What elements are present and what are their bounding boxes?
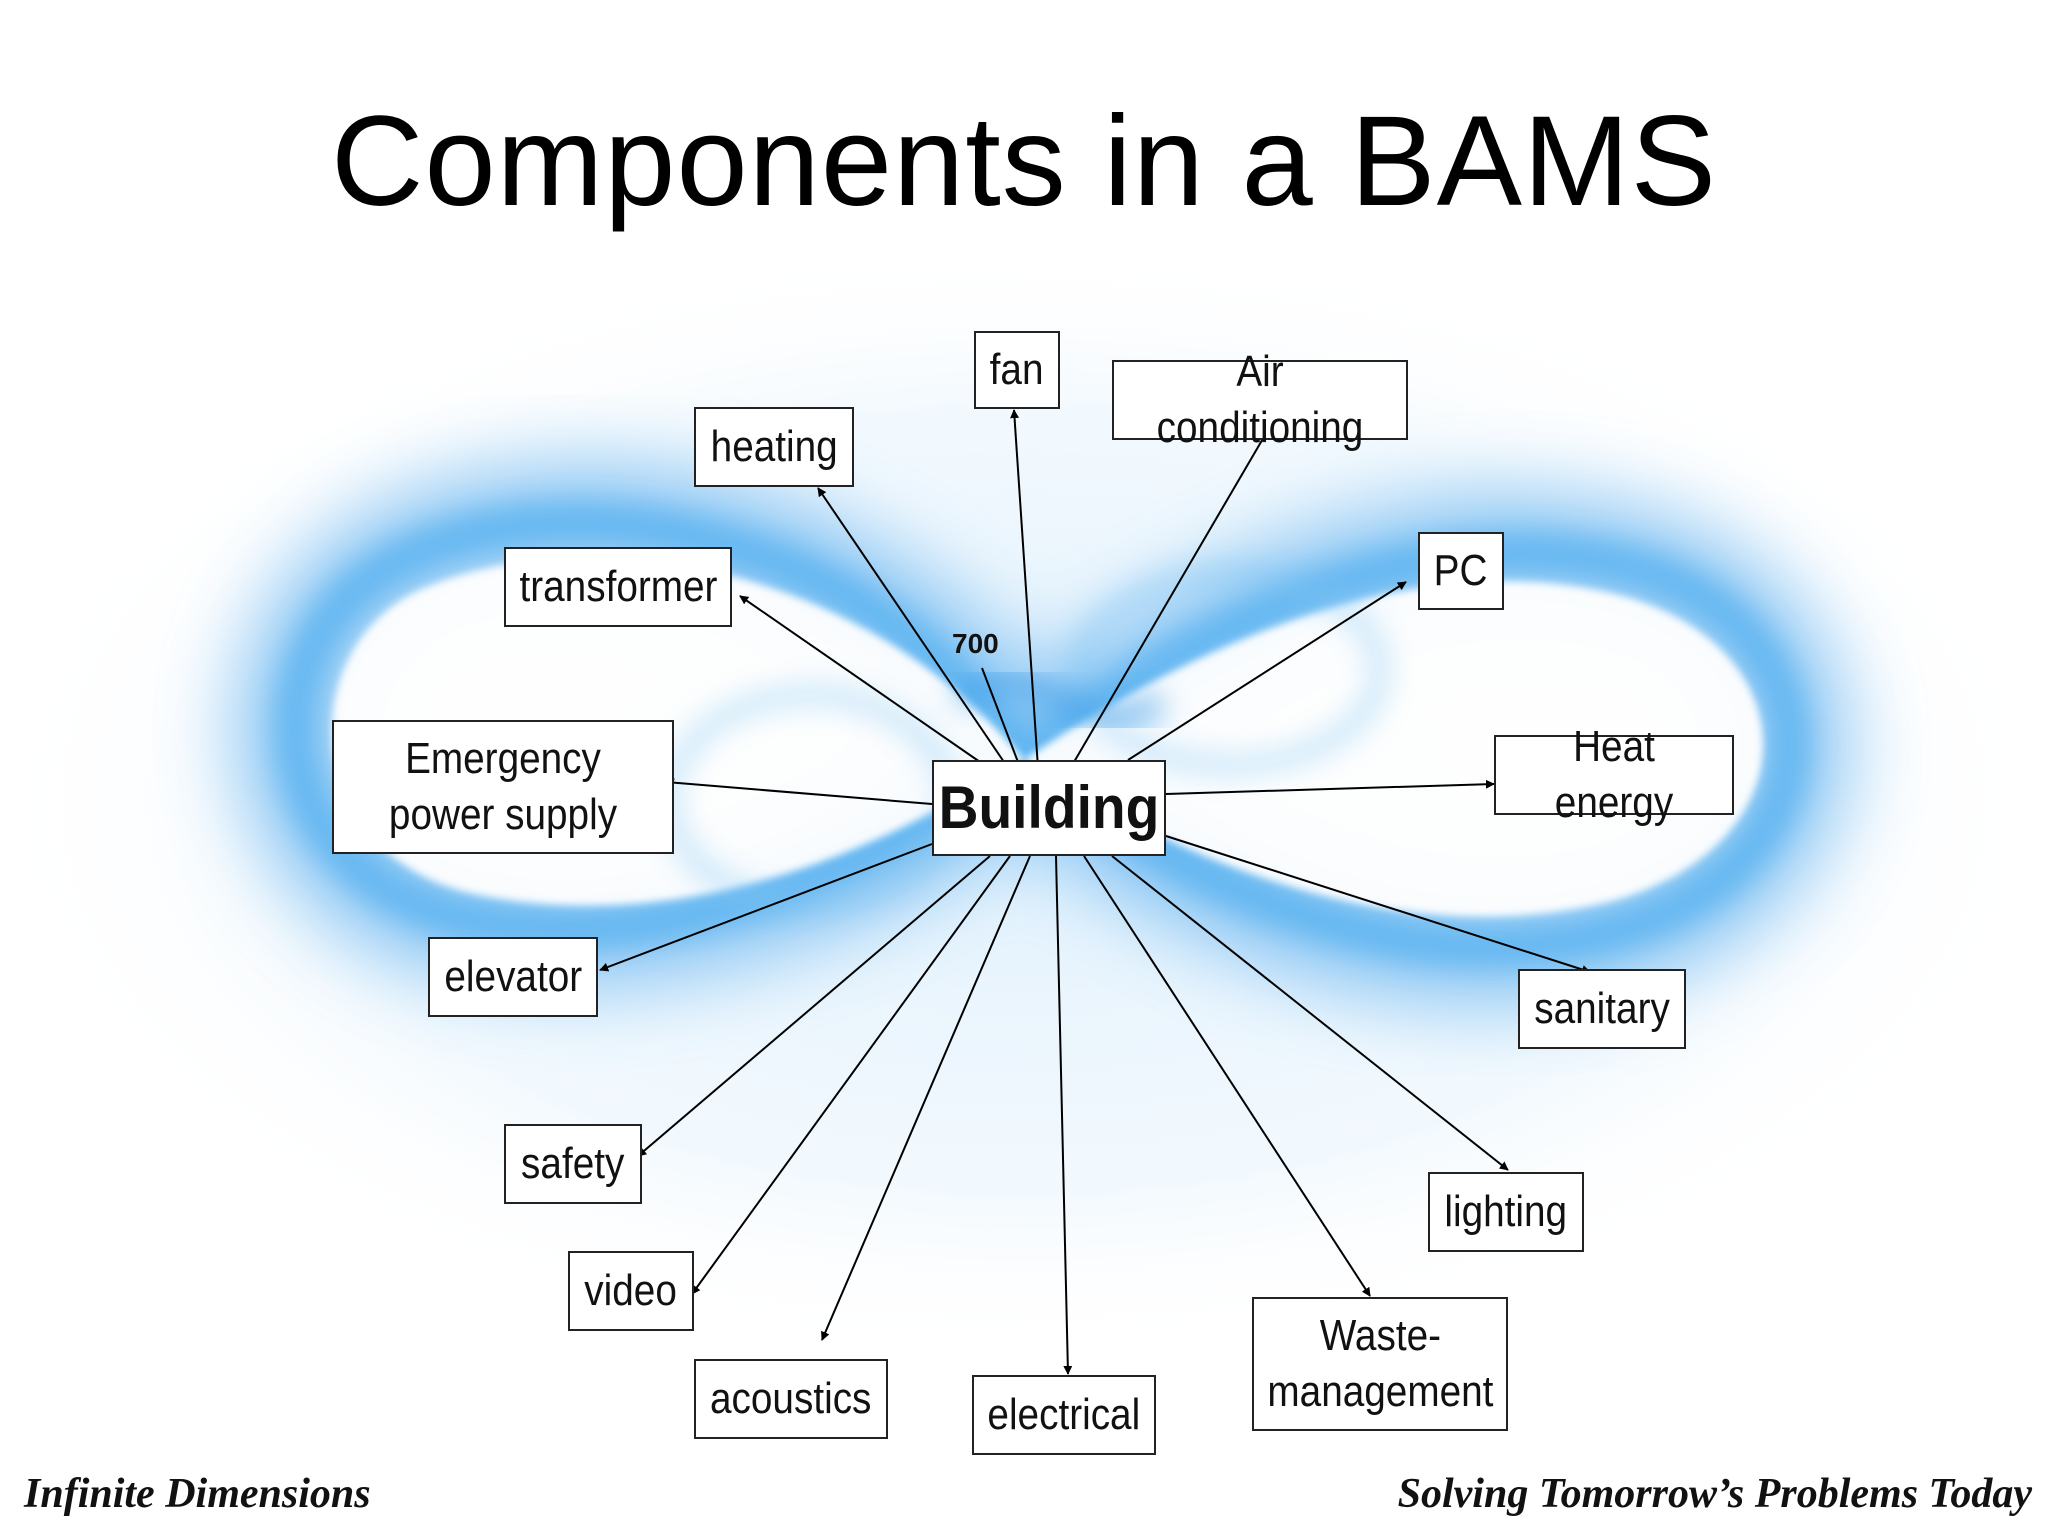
component-acoustics: acoustics [694,1359,888,1439]
arrow-to-heat-energy [1165,779,1495,795]
arrow-to-pc [1127,581,1407,761]
component-elevator: elevator [428,937,598,1017]
component-air-conditioning: Air conditioning [1112,347,1408,452]
component-electrical: electrical [972,1375,1156,1455]
arrow-to-air-conditioning [1073,429,1269,763]
component-pc: PC [1418,532,1504,610]
component-heating: heating [694,407,854,487]
arrow-connectors [599,409,1591,1375]
arrow-to-sanitary [1165,835,1591,974]
arrow-to-transformer [739,595,981,763]
footer-tagline: Solving Tomorrow’s Problems Today [1397,1471,2032,1517]
component-fan: fan [974,331,1060,409]
component-sanitary: sanitary [1518,969,1686,1049]
arrow-to-heating [817,487,1005,763]
component-transformer: transformer [504,547,732,627]
footer-brand: Infinite Dimensions [24,1471,371,1517]
arrow-to-video [691,855,1011,1295]
arrow-to-electrical [1055,855,1073,1375]
arrow-to-lighting [1111,855,1509,1171]
arrow-to-elevator [599,843,933,972]
component-safety: safety [504,1124,642,1204]
arrow-to-waste-management [1083,855,1371,1297]
annotation-pointer [981,667,1019,763]
page-title: Components in a BAMS [331,90,1717,233]
component-waste-management: Waste- management [1252,1297,1508,1431]
component-video: video [568,1251,694,1331]
component-emergency-power-supply: Emergency power supply [332,720,674,854]
component-lighting: lighting [1428,1172,1584,1252]
arrow-to-emergency-power-supply [665,778,933,805]
arrow-to-safety [637,855,991,1157]
component-heat-energy: Heat energy [1494,722,1734,827]
arrow-to-fan [1010,409,1039,769]
annotation-label: 700 [952,628,999,659]
building-hub: Building [932,760,1166,856]
arrow-to-acoustics [821,855,1031,1341]
